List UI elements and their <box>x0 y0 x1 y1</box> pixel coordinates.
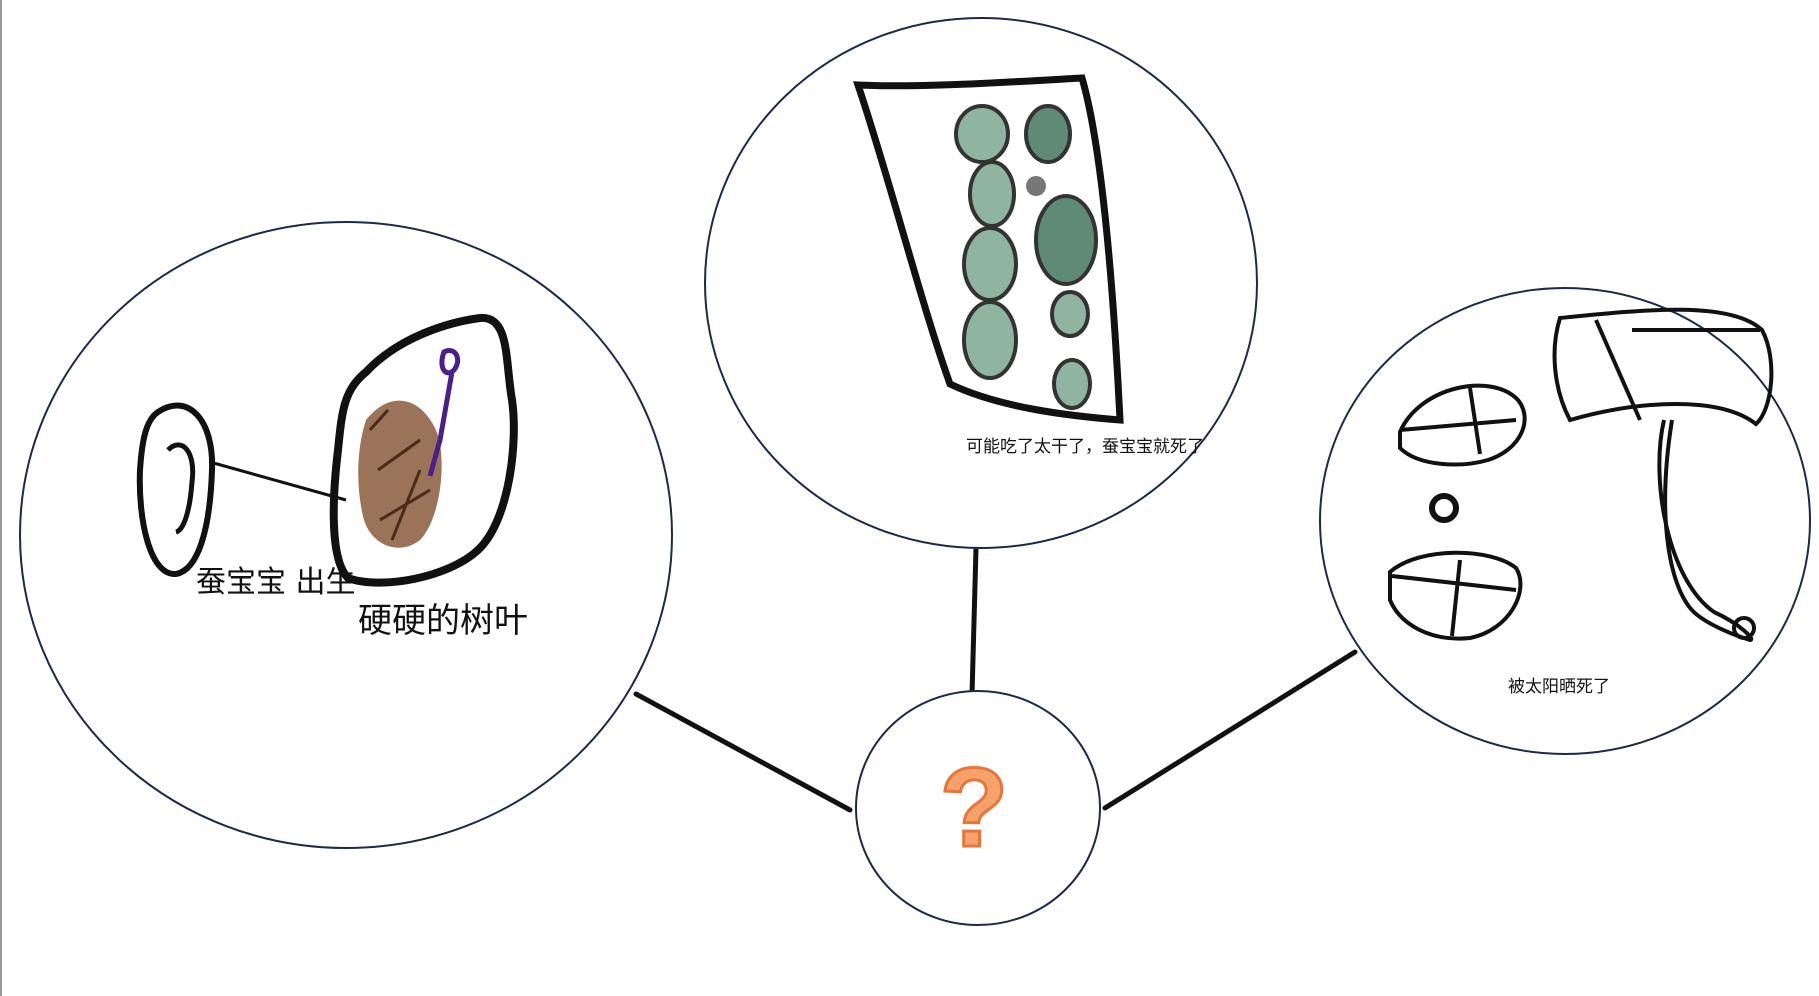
node-center-circle <box>855 690 1101 926</box>
node-left: 蚕宝宝 出生 硬硬的树叶 <box>19 221 673 849</box>
string-line <box>209 460 347 502</box>
node-right: 被太阳晒死了 <box>1319 287 1811 755</box>
leaf-icon <box>329 314 518 587</box>
connector-right <box>1102 649 1358 811</box>
node-top: 可能吃了太干了，蚕宝宝就死了 <box>704 17 1258 549</box>
worm-icon <box>1552 307 1774 643</box>
sun-icon <box>1388 383 1527 641</box>
node-left-caption-2: 硬硬的树叶 <box>358 601 528 641</box>
node-right-caption: 被太阳晒死了 <box>1508 677 1610 697</box>
egg-icon <box>136 402 216 577</box>
question-mark: ? <box>940 745 1008 870</box>
connector-left <box>633 691 853 813</box>
node-center: ? <box>855 690 1101 926</box>
connectors <box>633 545 1358 813</box>
leaf-icon <box>954 104 1098 410</box>
connector-top <box>969 545 979 698</box>
paper-outline <box>853 74 1124 424</box>
node-left-caption-1: 蚕宝宝 出生 <box>196 565 356 600</box>
node-left-circle <box>19 221 673 849</box>
node-top-caption: 可能吃了太干了，蚕宝宝就死了 <box>966 437 1204 457</box>
